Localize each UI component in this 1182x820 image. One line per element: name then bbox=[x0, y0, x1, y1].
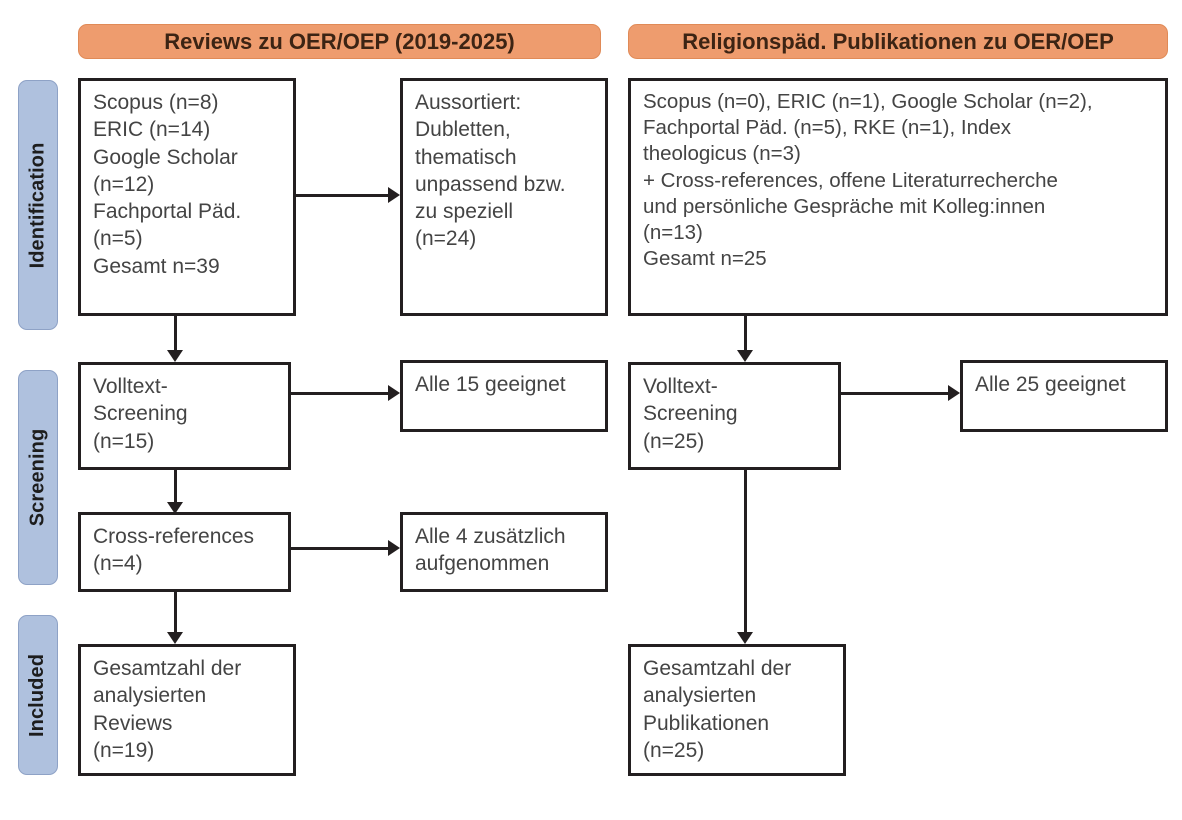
connector-right-fulltext-to-result bbox=[841, 392, 948, 395]
box-line: Volltext- bbox=[93, 375, 168, 398]
arrow-left-fulltext-to-crossrefs bbox=[167, 502, 183, 514]
box-line: theologicus (n=3) bbox=[643, 142, 801, 166]
stage-pill-included: Included bbox=[18, 615, 58, 775]
box-line: ERIC (n=14) bbox=[93, 118, 211, 142]
arrow-right-fulltext-to-result bbox=[948, 385, 960, 401]
box-left-fulltext-screening: Volltext- Screening (n=15) bbox=[78, 362, 291, 470]
box-line: (n=5) bbox=[93, 227, 143, 251]
box-line: Dubletten, bbox=[415, 118, 511, 142]
box-left-fulltext-result: Alle 15 geeignet bbox=[400, 360, 608, 432]
box-line: (n=19) bbox=[93, 738, 155, 762]
box-line: und persönliche Gespräche mit Kolleg:inn… bbox=[643, 194, 1046, 218]
box-left-excluded: Aussortiert: Dubletten, thematisch unpas… bbox=[400, 78, 608, 316]
connector-right-fulltext-to-included bbox=[744, 470, 747, 636]
connector-left-fulltext-to-crossrefs bbox=[174, 470, 177, 507]
box-left-sources: Scopus (n=8) ERIC (n=14) Google Scholar … bbox=[78, 78, 296, 316]
box-line: Fachportal Päd. (n=5), RKE (n=1), Index bbox=[643, 116, 1012, 140]
connector-left-fulltext-to-result bbox=[291, 392, 388, 395]
box-line: Screening bbox=[93, 402, 188, 426]
box-left-crossrefs: Cross-references (n=4) bbox=[78, 512, 291, 592]
box-line: (n=24) bbox=[415, 227, 477, 251]
box-line: (n=25) bbox=[643, 429, 705, 453]
box-line: Scopus (n=0), ERIC (n=1), Google Scholar… bbox=[643, 90, 1093, 113]
box-line: Scopus (n=8) bbox=[93, 91, 219, 114]
arrow-left-fulltext-to-result bbox=[388, 385, 400, 401]
box-line: Reviews bbox=[93, 711, 173, 735]
stage-label-identification: Identification bbox=[26, 142, 49, 268]
box-right-fulltext-result: Alle 25 geeignet bbox=[960, 360, 1168, 432]
connector-left-sources-to-excluded bbox=[296, 194, 388, 197]
box-line: Publikationen bbox=[643, 711, 770, 735]
box-left-included: Gesamtzahl der analysierten Reviews (n=1… bbox=[78, 644, 296, 776]
box-line: Cross-references bbox=[93, 525, 255, 548]
arrow-left-sources-to-fulltext bbox=[167, 350, 183, 362]
box-line: + Cross-references, offene Literaturrech… bbox=[643, 168, 1058, 192]
box-line: Google Scholar bbox=[93, 145, 238, 169]
arrow-left-sources-to-excluded bbox=[388, 187, 400, 203]
box-line: aufgenommen bbox=[415, 552, 550, 576]
box-line: Gesamtzahl der bbox=[643, 657, 792, 680]
arrow-left-crossrefs-to-result bbox=[388, 540, 400, 556]
box-line: Fachportal Päd. bbox=[93, 200, 242, 224]
box-line: Volltext- bbox=[643, 375, 718, 398]
box-right-included: Gesamtzahl der analysierten Publikatione… bbox=[628, 644, 846, 776]
box-line: analysierten bbox=[643, 684, 757, 708]
stage-pill-identification: Identification bbox=[18, 80, 58, 330]
arrow-right-sources-to-fulltext bbox=[737, 350, 753, 362]
box-line: Alle 4 zusätzlich bbox=[415, 525, 566, 548]
box-line: unpassend bzw. bbox=[415, 172, 566, 196]
connector-left-crossrefs-to-included bbox=[174, 592, 177, 636]
box-line: thematisch bbox=[415, 145, 517, 169]
box-line: (n=25) bbox=[643, 738, 705, 762]
arrow-left-crossrefs-to-included bbox=[167, 632, 183, 644]
connector-left-sources-to-fulltext bbox=[174, 316, 177, 355]
box-line: Alle 25 geeignet bbox=[975, 373, 1126, 396]
box-line: Gesamt n=39 bbox=[93, 254, 220, 278]
connector-right-sources-to-fulltext bbox=[744, 316, 747, 355]
box-right-sources: Scopus (n=0), ERIC (n=1), Google Scholar… bbox=[628, 78, 1168, 316]
box-line: Gesamtzahl der bbox=[93, 657, 242, 680]
box-line: (n=12) bbox=[93, 172, 155, 196]
box-left-crossrefs-result: Alle 4 zusätzlich aufgenommen bbox=[400, 512, 608, 592]
box-line: zu speziell bbox=[415, 200, 514, 224]
box-line: (n=15) bbox=[93, 429, 155, 453]
box-line: (n=4) bbox=[93, 552, 143, 576]
box-right-fulltext-screening: Volltext- Screening (n=25) bbox=[628, 362, 841, 470]
box-line: Alle 15 geeignet bbox=[415, 373, 566, 396]
box-line: (n=13) bbox=[643, 221, 703, 245]
box-line: analysierten bbox=[93, 684, 207, 708]
box-line: Aussortiert: bbox=[415, 91, 522, 114]
stage-label-screening: Screening bbox=[26, 428, 49, 527]
box-line: Gesamt n=25 bbox=[643, 247, 767, 271]
column-header-left: Reviews zu OER/OEP (2019-2025) bbox=[78, 24, 601, 59]
stage-pill-screening: Screening bbox=[18, 370, 58, 585]
column-header-right: Religionspäd. Publikationen zu OER/OEP bbox=[628, 24, 1168, 59]
box-line: Screening bbox=[643, 402, 738, 426]
arrow-right-fulltext-to-included bbox=[737, 632, 753, 644]
connector-left-crossrefs-to-result bbox=[291, 547, 388, 550]
stage-label-included: Included bbox=[26, 653, 49, 737]
